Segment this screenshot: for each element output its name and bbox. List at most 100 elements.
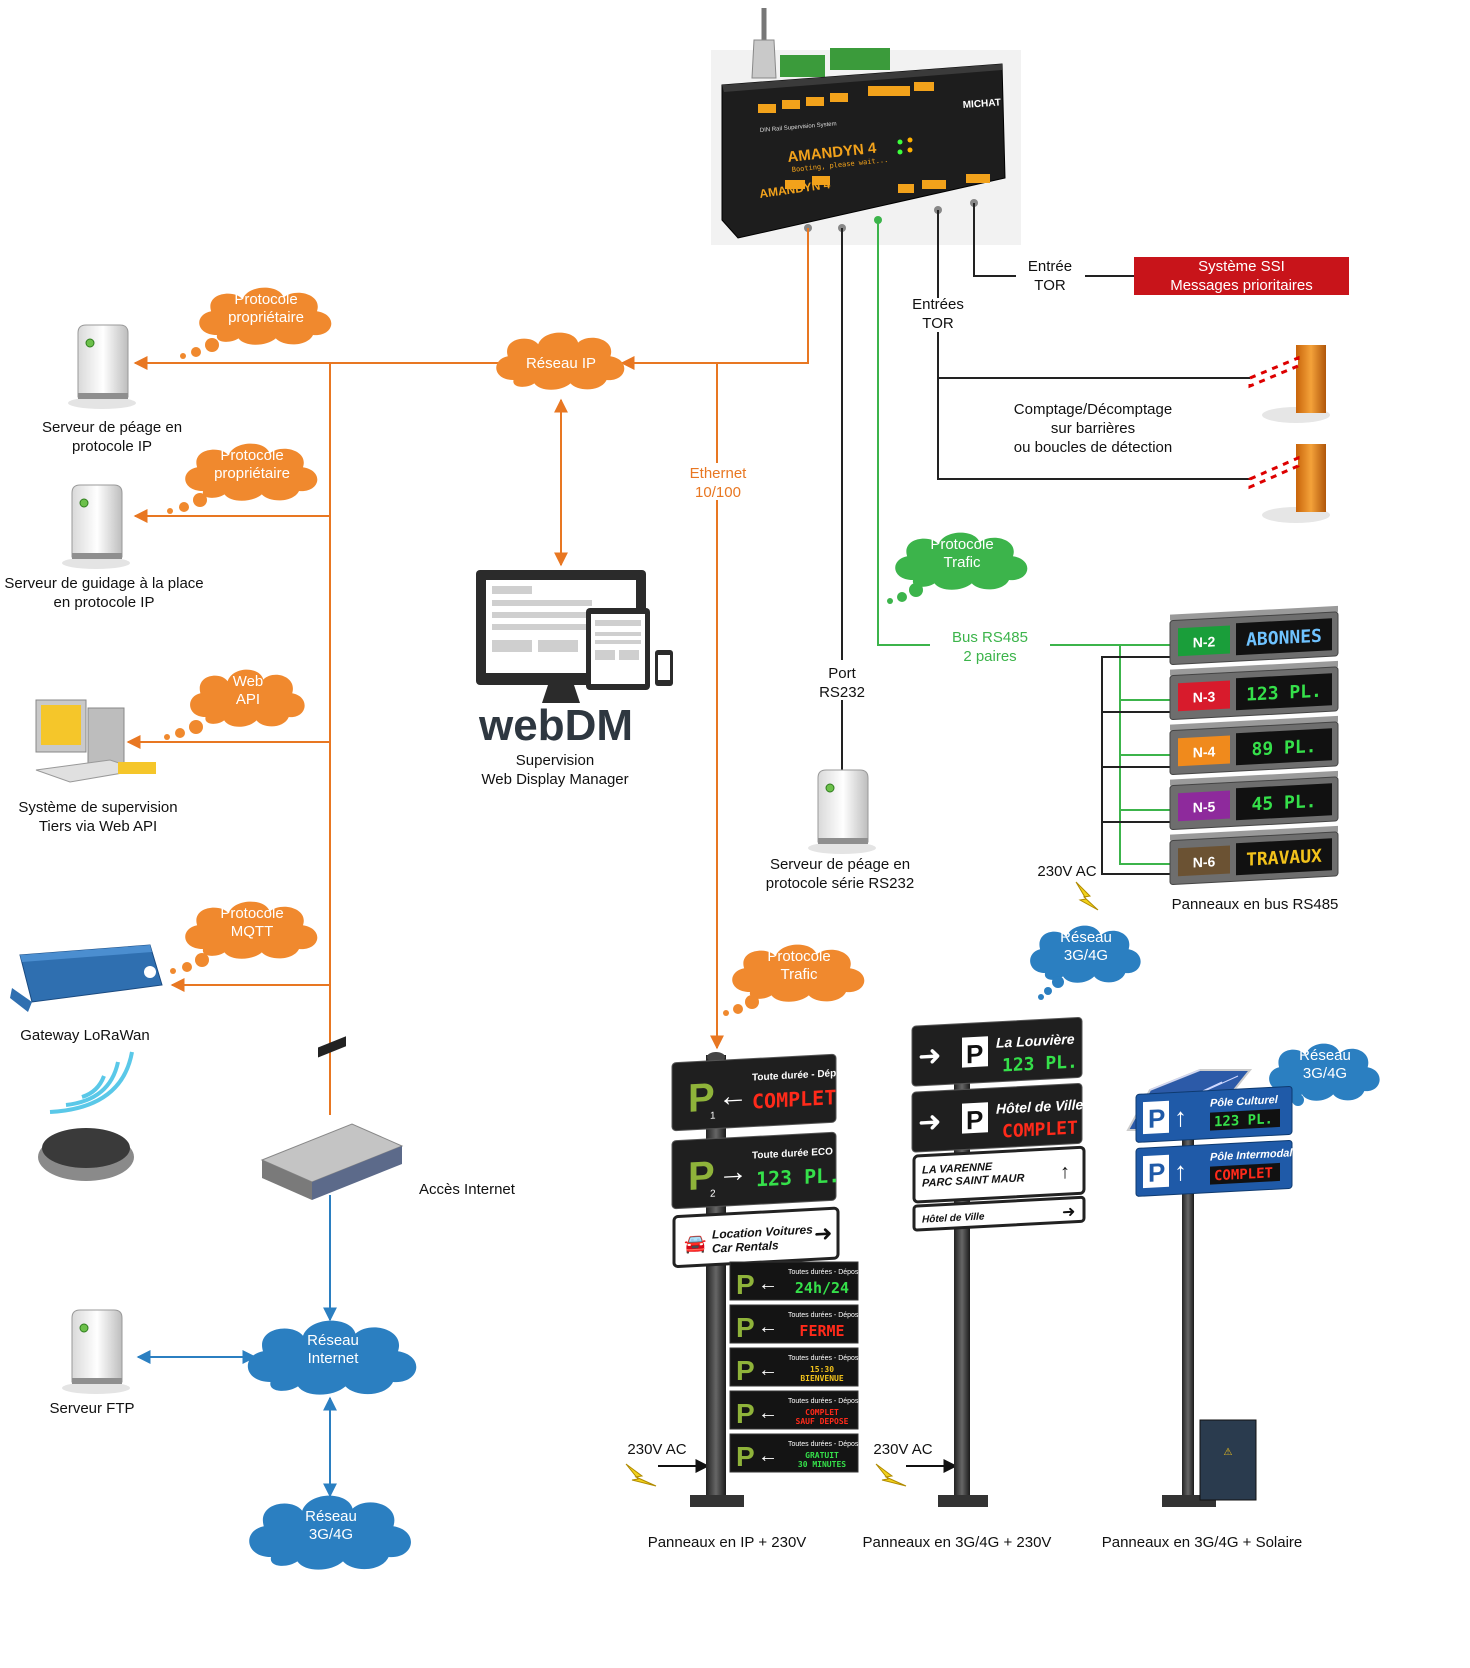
ip-panel2-sub: 2	[710, 1188, 716, 1199]
server-rs232-icon	[807, 769, 877, 855]
arrow-left-icon: ←	[758, 1316, 778, 1338]
label-serveur-guidage: Serveur de guidage à la place en protoco…	[4, 575, 204, 611]
label-ac-rs485: 230V AC	[1037, 863, 1097, 880]
label-ethernet: Ethernet 10/100	[689, 465, 747, 501]
rs485-level-badge	[1178, 790, 1230, 822]
arrow-left-icon: ←	[758, 1359, 778, 1381]
label-entrees-tor: Entrées TOR	[912, 296, 964, 332]
arrow-left-icon: ←	[758, 1273, 778, 1295]
ip-panel1-value: COMPLET	[752, 1085, 836, 1113]
barrier-icon-2	[1248, 444, 1330, 523]
label-serveur-peage-ip: Serveur de péage en protocole IP	[41, 419, 183, 455]
label-comptage: Comptage/Décomptage sur barrières ou bou…	[1013, 401, 1173, 456]
ip-panel2-p: P	[688, 1154, 715, 1199]
parking-p-icon: P	[736, 1269, 755, 1300]
label-ac-3g: 230V AC	[873, 1441, 933, 1458]
cloud-reseau-ip-label: Réseau IP	[526, 355, 596, 372]
parking-p-icon: P	[736, 1355, 755, 1386]
rs485-value: TRAVAUX	[1246, 846, 1322, 871]
g3-panel2-value: COMPLET	[1002, 1118, 1078, 1143]
label-ac-ip: 230V AC	[627, 1441, 687, 1458]
supervision-pc-icon	[35, 699, 156, 783]
rs485-level-badge	[1178, 625, 1230, 657]
router-icon	[260, 1036, 404, 1200]
ip-panel1-sub: 1	[710, 1110, 716, 1121]
lightning-icon	[625, 1463, 657, 1487]
solar-panel1-title: Pôle Culturel	[1210, 1094, 1279, 1110]
ip-panel2-value: 123 PL.	[756, 1163, 840, 1191]
webdm-logo: webDM	[478, 701, 633, 750]
parking-p-icon: P	[966, 1038, 983, 1069]
rs485-level-label: N-3	[1193, 688, 1216, 705]
parking-p-icon: P	[736, 1312, 755, 1343]
solar-sign: ⚠ P ↑ Pôle Culturel 123 PL. P ↑ Pôle Int…	[1126, 1069, 1293, 1507]
server-ftp-icon	[61, 1309, 131, 1395]
arrow-right-icon: ➜	[918, 1040, 941, 1072]
cabinet-icon: ⚠	[1199, 1419, 1257, 1501]
label-ssi: Système SSI Messages prioritaires	[1170, 258, 1313, 294]
server-peage-ip-icon	[67, 324, 137, 410]
controller-brand: MICHAT	[962, 97, 1001, 111]
solar-panel2-value: COMPLET	[1214, 1165, 1273, 1184]
label-panneaux-ip: Panneaux en IP + 230V	[647, 1534, 807, 1551]
ip-small-title: Toutes durées - Dépose	[788, 1441, 862, 1448]
label-serveur-rs232: Serveur de péage en protocole série RS23…	[765, 856, 915, 892]
ip-small-value: FERME	[799, 1322, 844, 1340]
webdm-devices-icon	[476, 570, 673, 703]
rs485-level-label: N-4	[1193, 743, 1216, 760]
amandyn-controller: MICHAT DIN Rail Supervision System AMAND…	[711, 8, 1021, 245]
g3-white2-label: Hôtel de Ville	[922, 1211, 985, 1225]
rs485-value: ABONNES	[1246, 626, 1322, 651]
cloud-reseau-ip: Réseau IP	[496, 332, 625, 390]
arrow-up-icon: ↑	[1060, 1161, 1070, 1184]
ip-small-title: Toutes durées - Dépose	[788, 1355, 862, 1362]
car-icon: 🚘	[684, 1233, 706, 1255]
g3-panel2-title: Hôtel de Ville	[996, 1096, 1084, 1117]
arrow-left-icon: ←	[758, 1445, 778, 1467]
server-guidage-icon	[61, 484, 131, 570]
rs485-level-badge	[1178, 845, 1230, 877]
arrow-right-icon: ➜	[1062, 1204, 1075, 1222]
ip-small-value: 24h/24	[795, 1279, 849, 1297]
ip-panel1-p: P	[688, 1076, 715, 1121]
arrow-left-icon: ←	[758, 1402, 778, 1424]
label-entree-tor: Entrée TOR	[1027, 258, 1073, 294]
rs485-level-label: N-6	[1193, 853, 1216, 870]
label-serveur-ftp: Serveur FTP	[49, 1400, 135, 1417]
arrow-up-icon: ↑	[1174, 1156, 1187, 1187]
arrow-right-icon: ➜	[918, 1106, 941, 1138]
rs485-value: 45 PL.	[1252, 791, 1317, 815]
ip-small-title: Toutes durées - Dépose	[788, 1398, 862, 1405]
rs485-level-badge	[1178, 735, 1230, 767]
ip-small-title: Toutes durées - Dépose	[788, 1312, 862, 1319]
rs485-level-badge	[1178, 680, 1230, 712]
label-panneaux-rs485: Panneaux en bus RS485	[1171, 896, 1339, 913]
ip-sign: P 1 ← Toute durée - Dépose COMPLET P 2 →…	[671, 1052, 862, 1507]
solar-panel1-value: 123 PL.	[1214, 1111, 1273, 1130]
label-bus-rs485: Bus RS485 2 paires	[930, 628, 1050, 666]
lora-antenna-icon	[38, 1128, 134, 1181]
label-webdm-caption: Supervision Web Display Manager	[481, 752, 629, 788]
